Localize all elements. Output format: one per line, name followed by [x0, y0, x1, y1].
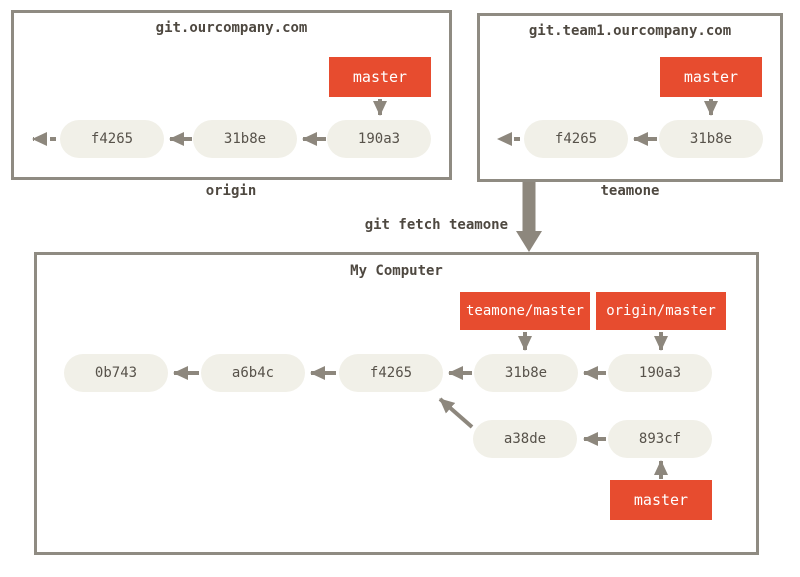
fetch-arrow-head — [516, 231, 542, 252]
origin-commit-190a3: 190a3 — [327, 120, 431, 158]
fetch-command-label: git fetch teamone — [364, 217, 508, 233]
origin-commit-31b8e: 31b8e — [193, 120, 297, 158]
remote-teamone-box: git.team1.ourcompany.com — [477, 13, 783, 182]
local-commit-0b743: 0b743 — [64, 354, 168, 392]
local-commit-a38de: a38de — [473, 420, 577, 458]
local-commit-893cf: 893cf — [608, 420, 712, 458]
local-computer-title: My Computer — [350, 263, 443, 279]
local-commit-190a3: 190a3 — [608, 354, 712, 392]
teamone-commit-f4265: f4265 — [524, 120, 628, 158]
remote-origin-caption: origin — [205, 183, 257, 199]
local-commit-31b8e: 31b8e — [474, 354, 578, 392]
local-computer-box: My Computer — [34, 252, 759, 555]
remote-teamone-title: git.team1.ourcompany.com — [528, 23, 732, 39]
local-commit-a6b4c: a6b4c — [201, 354, 305, 392]
teamone-commit-31b8e: 31b8e — [659, 120, 763, 158]
origin-master-tracking-tag: origin/master — [596, 292, 726, 330]
remote-origin-title: git.ourcompany.com — [155, 20, 308, 36]
origin-master-branch-tag: master — [329, 57, 431, 97]
local-master-branch-tag: master — [610, 480, 712, 520]
remote-teamone-caption: teamone — [600, 183, 660, 199]
local-commit-f4265: f4265 — [339, 354, 443, 392]
teamone-master-branch-tag: master — [660, 57, 762, 97]
teamone-master-tracking-tag: teamone/master — [460, 292, 590, 330]
remote-origin-box: git.ourcompany.com — [11, 10, 452, 180]
origin-commit-f4265: f4265 — [60, 120, 164, 158]
